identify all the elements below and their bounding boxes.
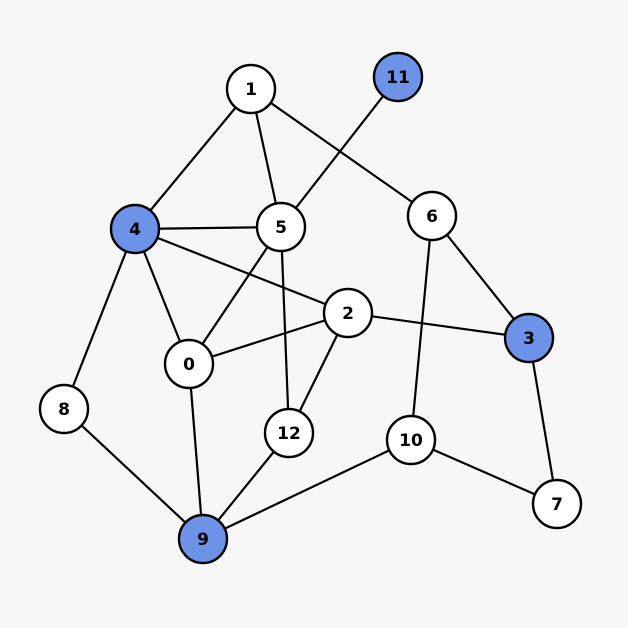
graph-node-circle-6[interactable] xyxy=(406,190,458,242)
graph-node-2[interactable]: 2 xyxy=(322,287,374,339)
graph-edge-5-12 xyxy=(279,225,291,435)
graph-edge-9-10 xyxy=(201,438,413,541)
graph-edge-1-4 xyxy=(133,87,253,231)
graph-edge-5-11 xyxy=(279,75,400,229)
graph-edge-6-10 xyxy=(409,214,434,442)
graph-edge-2-3 xyxy=(346,311,531,340)
graph-node-circle-3[interactable] xyxy=(503,312,555,364)
graph-edge-6-3 xyxy=(430,214,531,340)
graph-edge-10-7 xyxy=(409,438,559,506)
graph-node-8[interactable]: 8 xyxy=(38,383,90,435)
graph-edge-3-7 xyxy=(527,336,559,506)
graph-node-circle-4[interactable] xyxy=(109,203,161,255)
graph-edge-1-6 xyxy=(249,87,434,218)
graph-node-1[interactable]: 1 xyxy=(225,63,277,115)
graph-node-9[interactable]: 9 xyxy=(177,513,229,565)
graph-edge-0-2 xyxy=(187,311,350,366)
graph-node-circle-8[interactable] xyxy=(38,383,90,435)
graph-node-circle-0[interactable] xyxy=(163,338,215,390)
edge-layer xyxy=(62,75,559,541)
graph-node-circle-11[interactable] xyxy=(372,51,424,103)
graph-node-4[interactable]: 4 xyxy=(109,203,161,255)
graph-node-3[interactable]: 3 xyxy=(503,312,555,364)
graph-node-12[interactable]: 12 xyxy=(263,407,315,459)
graph-node-circle-1[interactable] xyxy=(225,63,277,115)
graph-node-circle-9[interactable] xyxy=(177,513,229,565)
graph-node-circle-5[interactable] xyxy=(255,201,307,253)
graph-edge-5-0 xyxy=(187,225,283,366)
graph-node-10[interactable]: 10 xyxy=(385,414,437,466)
graph-node-5[interactable]: 5 xyxy=(255,201,307,253)
graph-node-6[interactable]: 6 xyxy=(406,190,458,242)
graph-edge-4-2 xyxy=(133,227,350,315)
graph-node-circle-2[interactable] xyxy=(322,287,374,339)
graph-edge-0-9 xyxy=(187,362,205,541)
graph-node-0[interactable]: 0 xyxy=(163,338,215,390)
graph-edge-8-9 xyxy=(62,407,205,541)
graph-node-7[interactable]: 7 xyxy=(531,478,583,530)
graph-edge-4-8 xyxy=(62,227,137,411)
graph-node-11[interactable]: 11 xyxy=(372,51,424,103)
graph-node-circle-10[interactable] xyxy=(385,414,437,466)
graph-node-circle-12[interactable] xyxy=(263,407,315,459)
graph-node-circle-7[interactable] xyxy=(531,478,583,530)
